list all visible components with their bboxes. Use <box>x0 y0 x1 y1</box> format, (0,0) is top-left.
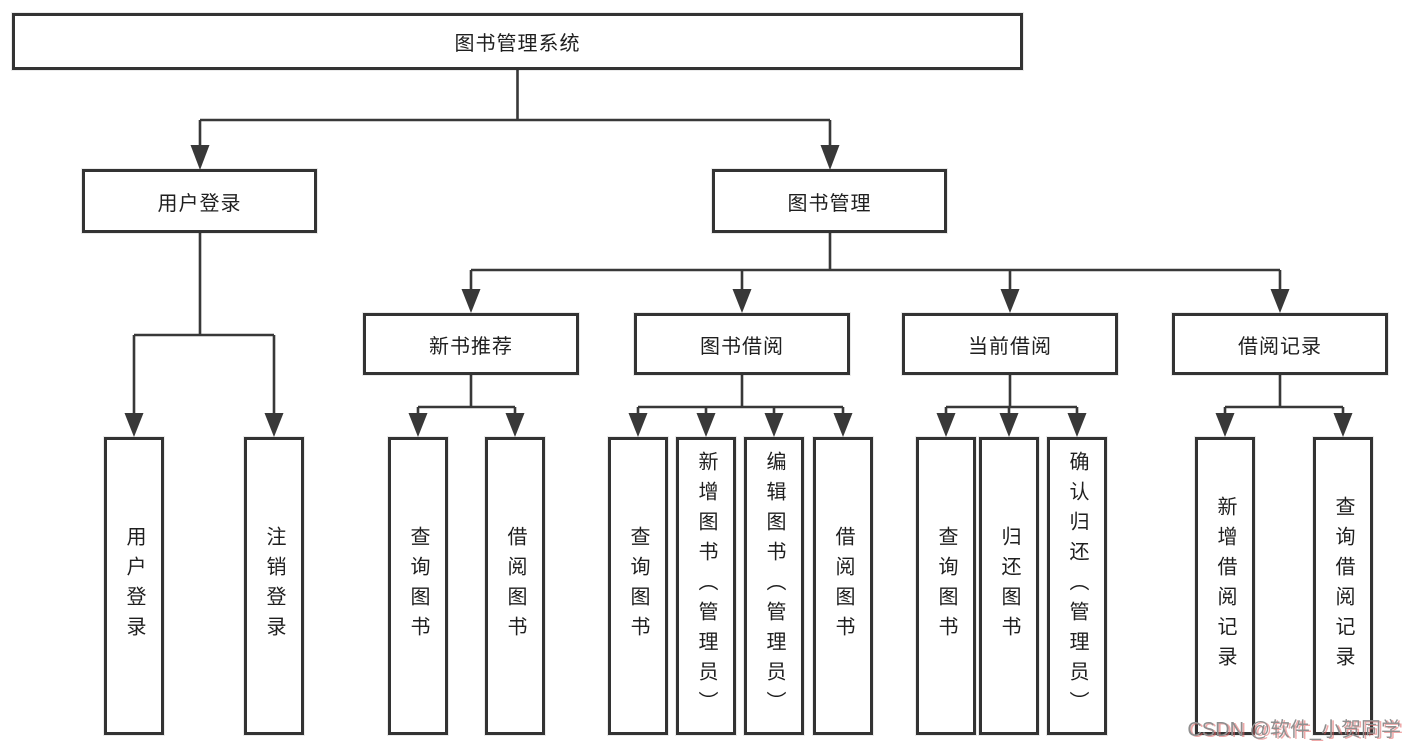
node-borrowing-records: 借阅记录 <box>1172 313 1388 375</box>
leaf-borrow-books-recommend-label: 借阅图书 <box>504 526 526 646</box>
arrow-down-icon <box>505 413 525 437</box>
leaf-user-login-label: 用户登录 <box>123 526 145 646</box>
leaf-borrow-books-borrowing: 借阅图书 <box>813 437 873 735</box>
node-book-borrowing-label: 图书借阅 <box>700 335 784 358</box>
leaf-query-books-recommend: 查询图书 <box>388 437 448 735</box>
arrow-down-icon <box>124 413 144 437</box>
leaf-query-books-recommend-label: 查询图书 <box>407 526 429 646</box>
csdn-watermark: CSDN @软件_小贺同学 <box>1187 719 1401 741</box>
node-borrowing-records-label: 借阅记录 <box>1238 335 1322 358</box>
leaf-add-borrow-record-label: 新增借阅记录 <box>1214 496 1236 676</box>
node-library-system-label: 图书管理系统 <box>454 33 581 55</box>
arrow-down-icon <box>264 413 284 437</box>
arrow-down-icon <box>1333 413 1353 437</box>
node-user-login: 用户登录 <box>82 169 317 233</box>
leaf-return-book-label: 归还图书 <box>998 526 1020 646</box>
node-book-borrowing: 图书借阅 <box>634 313 850 375</box>
node-new-book-recommendation-label: 新书推荐 <box>429 335 513 358</box>
leaf-add-book-admin: 新增图书（管理员） <box>676 437 736 735</box>
node-current-borrowing-label: 当前借阅 <box>968 335 1052 358</box>
node-book-management-label: 图书管理 <box>787 192 872 215</box>
leaf-add-book-admin-label: 新增图书（管理员） <box>695 451 717 721</box>
leaf-return-book: 归还图书 <box>979 437 1039 735</box>
leaf-query-borrow-record: 查询借阅记录 <box>1313 437 1373 735</box>
leaf-query-books-borrowing-label: 查询图书 <box>627 526 649 646</box>
leaf-edit-book-admin-label: 编辑图书（管理员） <box>763 451 785 721</box>
arrow-down-icon <box>1215 413 1235 437</box>
arrow-down-icon <box>461 289 481 313</box>
arrow-down-icon <box>936 413 956 437</box>
arrow-down-icon <box>1000 289 1020 313</box>
leaf-query-borrow-record-label: 查询借阅记录 <box>1332 496 1354 676</box>
leaf-borrow-books-borrowing-label: 借阅图书 <box>832 526 854 646</box>
leaf-edit-book-admin: 编辑图书（管理员） <box>744 437 804 735</box>
arrow-down-icon <box>190 145 210 170</box>
node-current-borrowing: 当前借阅 <box>902 313 1118 375</box>
leaf-query-books-current: 查询图书 <box>916 437 976 735</box>
arrow-down-icon <box>408 413 428 437</box>
leaf-confirm-return-admin: 确认归还（管理员） <box>1047 437 1107 735</box>
arrow-down-icon <box>628 413 648 437</box>
node-library-system: 图书管理系统 <box>12 13 1023 70</box>
leaf-confirm-return-admin-label: 确认归还（管理员） <box>1066 451 1088 721</box>
leaf-add-borrow-record: 新增借阅记录 <box>1195 437 1255 735</box>
leaf-logout-label: 注销登录 <box>263 526 285 646</box>
arrow-down-icon <box>820 145 840 170</box>
leaf-user-login: 用户登录 <box>104 437 164 735</box>
arrow-down-icon <box>833 413 853 437</box>
arrow-down-icon <box>1067 413 1087 437</box>
leaf-borrow-books-recommend: 借阅图书 <box>485 437 545 735</box>
leaf-logout: 注销登录 <box>244 437 304 735</box>
node-book-management: 图书管理 <box>712 169 947 233</box>
leaf-query-books-current-label: 查询图书 <box>935 526 957 646</box>
leaf-query-books-borrowing: 查询图书 <box>608 437 668 735</box>
node-new-book-recommendation: 新书推荐 <box>363 313 579 375</box>
arrow-down-icon <box>696 413 716 437</box>
arrow-down-icon <box>732 289 752 313</box>
arrow-down-icon <box>999 413 1019 437</box>
arrow-down-icon <box>764 413 784 437</box>
arrow-down-icon <box>1270 289 1290 313</box>
node-user-login-label: 用户登录 <box>157 192 242 215</box>
